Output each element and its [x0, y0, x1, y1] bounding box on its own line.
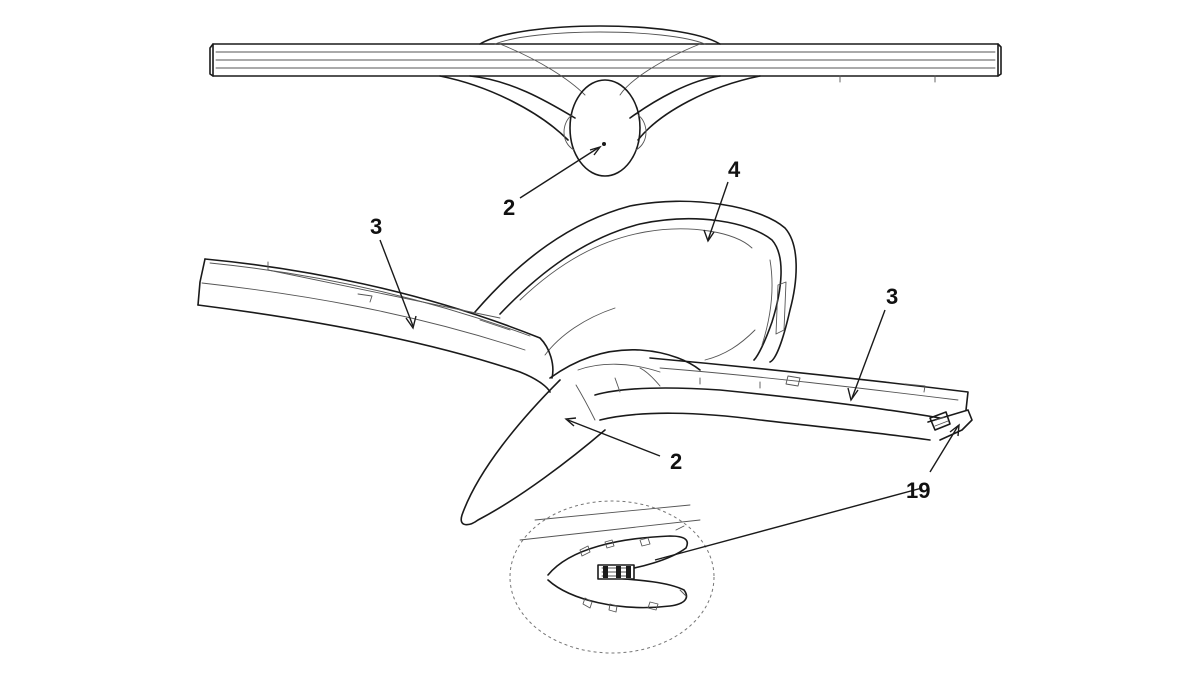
label-arch: 4 [728, 157, 741, 182]
front-view-arch [479, 25, 721, 45]
callout-wing-right: 3 [847, 284, 898, 402]
perspective-wing-right [594, 357, 969, 441]
label-hinge: 19 [906, 478, 930, 503]
label-wing-left: 3 [370, 214, 382, 239]
label-fuselage-bottom: 2 [670, 449, 682, 474]
front-view [209, 25, 1002, 177]
callout-hinge: 19 [654, 423, 960, 561]
perspective-wing-tip [927, 409, 973, 441]
front-view-fuselage [563, 79, 647, 177]
callout-arch: 4 [703, 157, 741, 243]
perspective-wing-left [197, 258, 554, 393]
callout-fuselage-bottom: 2 [564, 417, 682, 474]
perspective-fuselage [460, 349, 701, 526]
label-fuselage-top: 2 [503, 195, 515, 220]
front-view-wing [209, 43, 1002, 83]
callout-fuselage-top: 2 [503, 145, 602, 220]
front-view-struts [439, 43, 761, 141]
detail-inset [509, 500, 715, 654]
perspective-arch [474, 200, 797, 363]
label-wing-right: 3 [886, 284, 898, 309]
perspective-view [197, 200, 973, 654]
callout-wing-left: 3 [370, 214, 417, 330]
